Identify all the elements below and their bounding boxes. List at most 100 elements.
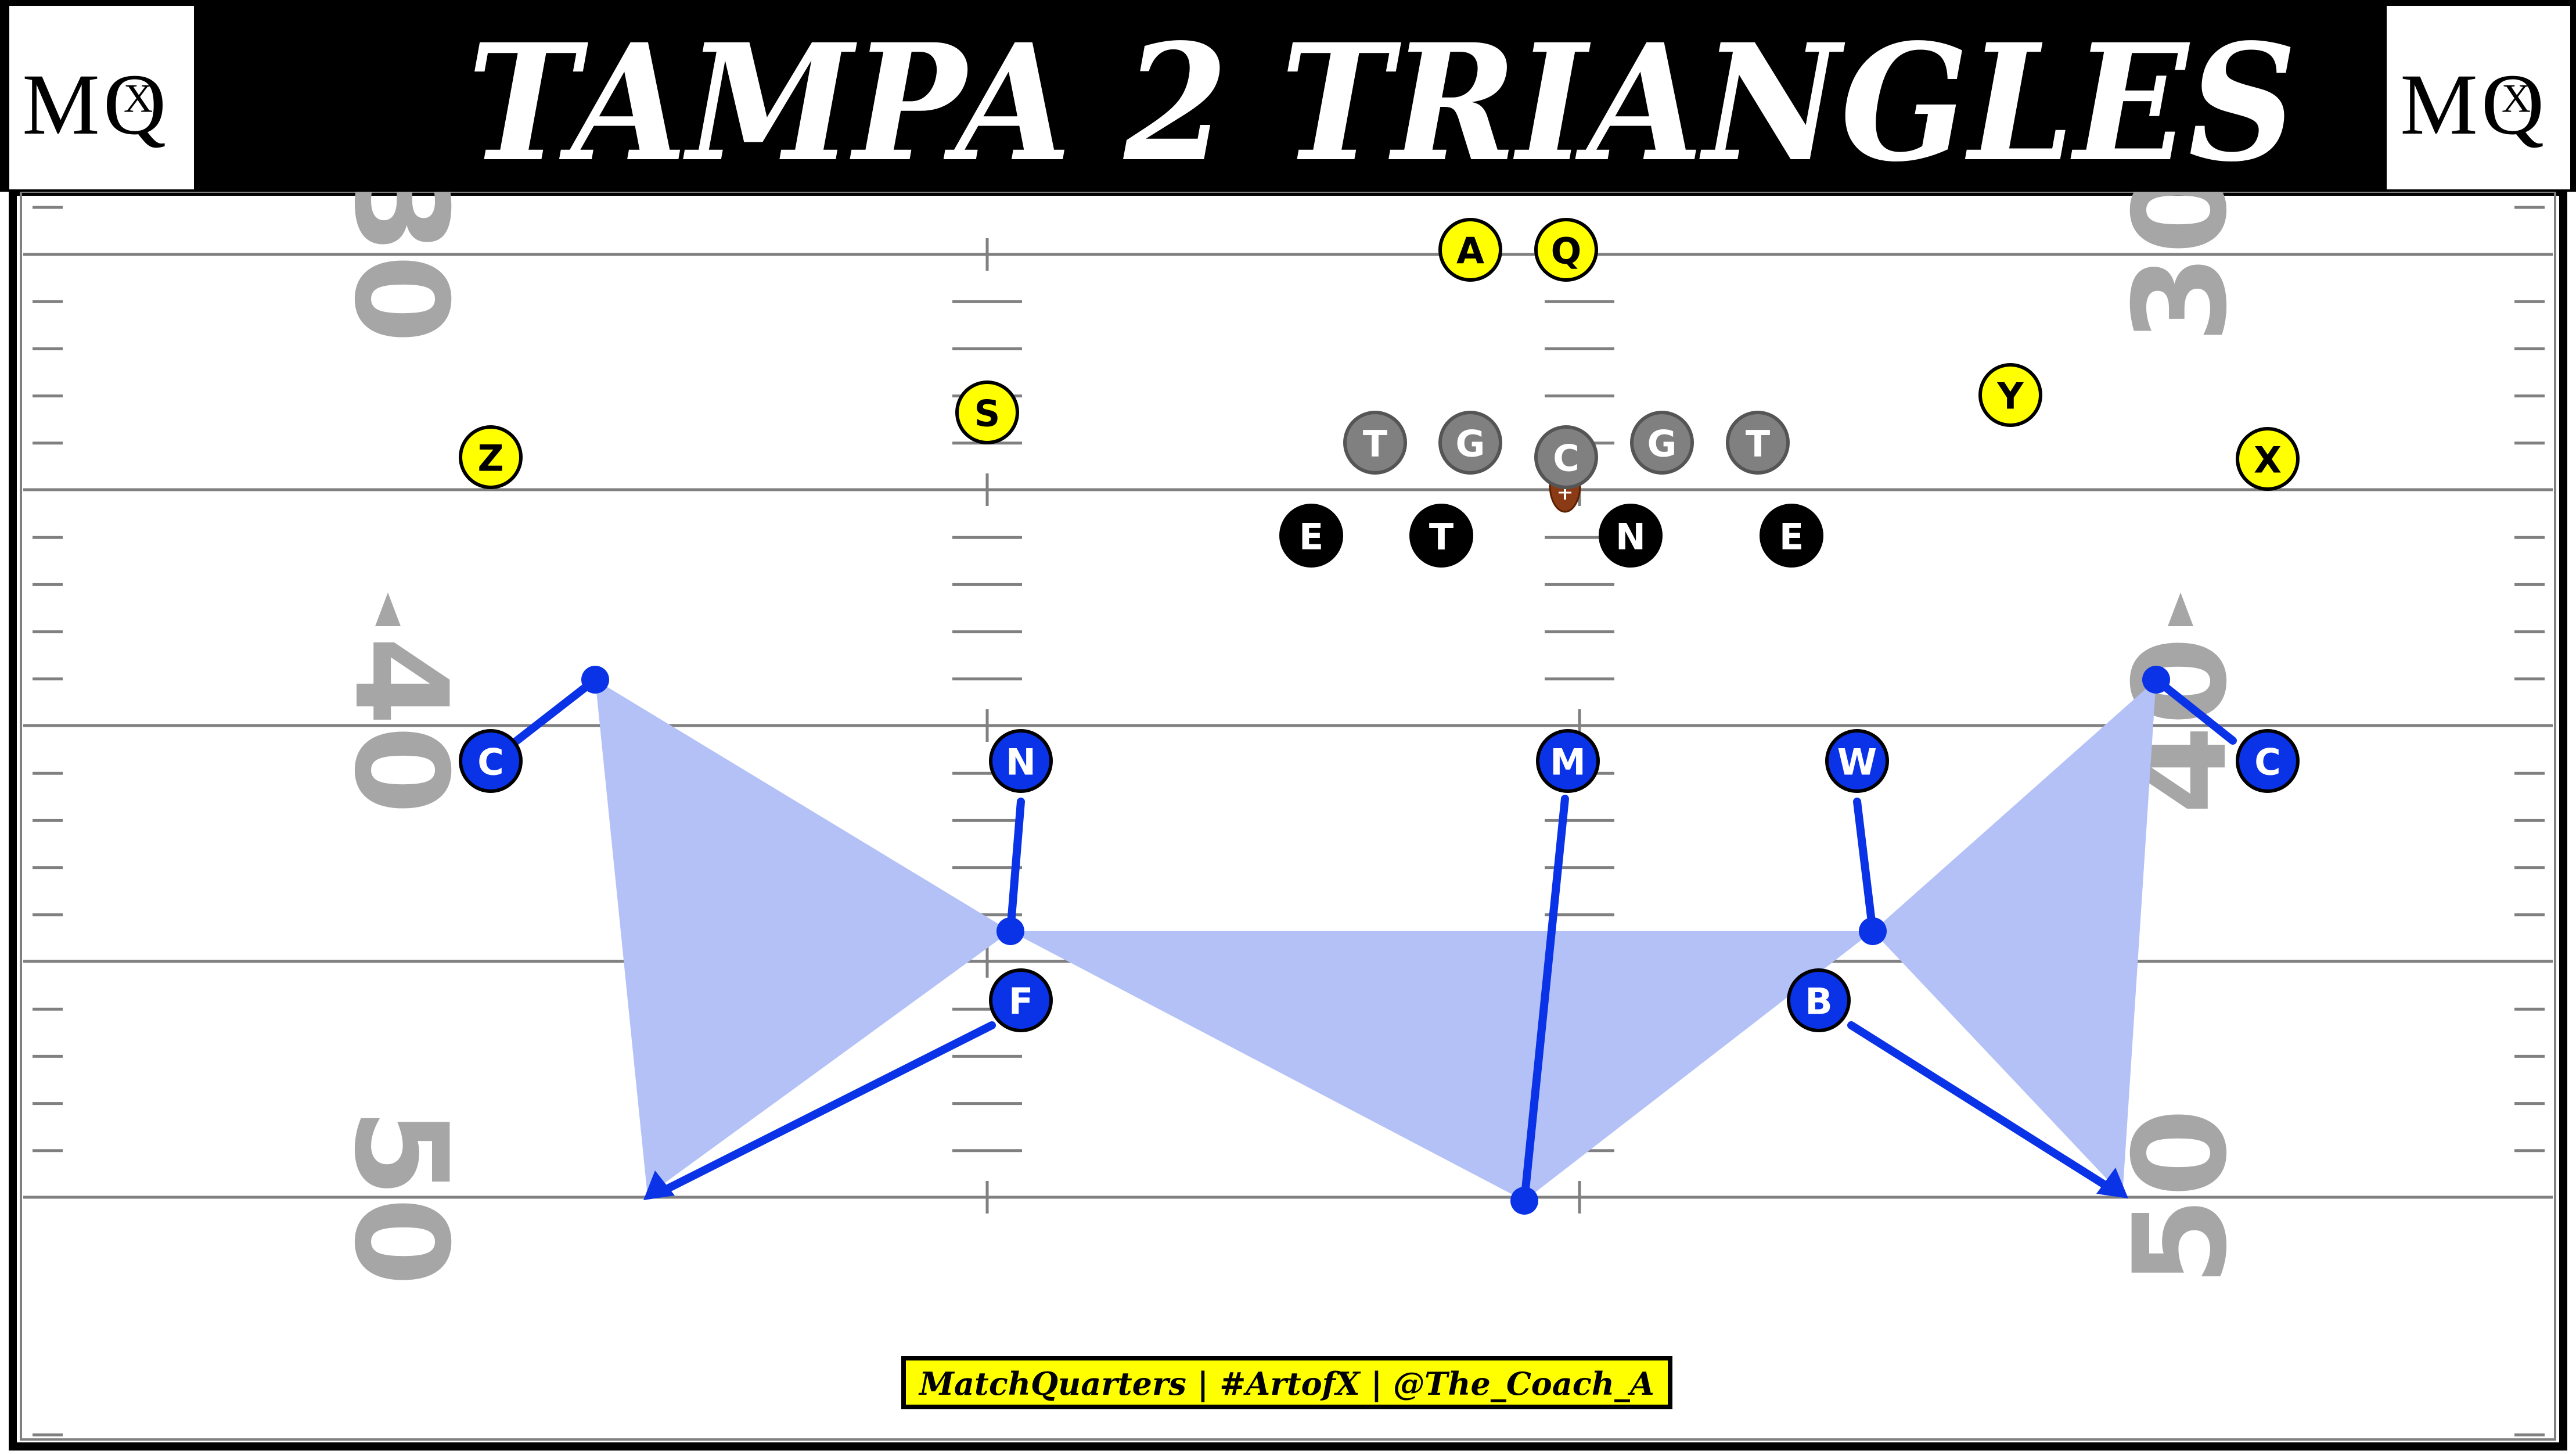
front-player-marker bbox=[1409, 504, 1473, 568]
logo-right-q: Q bbox=[2481, 56, 2544, 153]
front-player-marker bbox=[1599, 504, 1663, 568]
zone-triangle-middle bbox=[1010, 931, 1873, 1201]
offense-player-label: S bbox=[974, 393, 1001, 435]
coverage-player-label: C bbox=[477, 741, 504, 784]
landmark-dot-right bbox=[2142, 666, 2170, 694]
yard-number-30-left: 30 bbox=[326, 166, 475, 343]
coverage-player-marker bbox=[989, 729, 1053, 793]
front-player-marker bbox=[1279, 504, 1343, 568]
line-player-label: G bbox=[1456, 423, 1485, 465]
zone-triangles bbox=[595, 680, 2156, 1201]
offense-player-s: S bbox=[955, 380, 1019, 444]
coverage-player-cr: C bbox=[2236, 729, 2300, 793]
arrowhead-free-safety bbox=[643, 1171, 675, 1200]
front-player-t1: T bbox=[1409, 504, 1473, 568]
front-player-label: E bbox=[1299, 516, 1323, 558]
line-player-lg: G bbox=[1438, 411, 1502, 475]
coverage-player-nl: N bbox=[989, 729, 1053, 793]
sideline-hash-marks bbox=[33, 206, 2545, 1437]
front-player-label: T bbox=[1429, 516, 1454, 558]
route-boundary-safety bbox=[1847, 1021, 2109, 1189]
landmark-dot-nickel bbox=[996, 917, 1024, 945]
coverage-player-label: W bbox=[1837, 741, 1877, 784]
landmark-dot-will bbox=[1859, 917, 1887, 945]
line-player-marker bbox=[1726, 411, 1790, 475]
offense-player-label: Y bbox=[1997, 375, 2024, 418]
line-player-marker bbox=[1343, 411, 1407, 475]
drop-mike bbox=[1520, 795, 1569, 1205]
front-player-e2: E bbox=[1760, 504, 1823, 568]
offense-player-marker bbox=[459, 425, 523, 489]
title-bar bbox=[0, 0, 2576, 192]
front-player-e1: E bbox=[1279, 504, 1343, 568]
logo-left: M Q X bbox=[9, 6, 194, 189]
offense-player-label: X bbox=[2254, 439, 2282, 482]
offense-player-marker bbox=[1978, 363, 2042, 427]
coverage-player-label: C bbox=[2254, 741, 2281, 784]
logo-right: M Q X bbox=[2387, 6, 2570, 189]
landmark-dot-left bbox=[581, 666, 609, 694]
offense-player-marker bbox=[1534, 218, 1598, 282]
page-title: TAMPA 2 TRIANGLES bbox=[467, 9, 2297, 198]
coverage-player-fs: F bbox=[989, 968, 1053, 1032]
logo-left-box bbox=[9, 6, 194, 189]
coverage-player-label: F bbox=[1009, 981, 1033, 1023]
line-player-oc: C bbox=[1534, 425, 1598, 489]
logo-right-x: X bbox=[2502, 77, 2531, 121]
offense-player-z: Z bbox=[459, 425, 523, 489]
coverage-player-wl: W bbox=[1825, 729, 1889, 793]
drop-endpoints bbox=[581, 666, 2170, 1215]
offense-player-label: Q bbox=[1551, 230, 1582, 272]
coverage-player-bs: B bbox=[1787, 968, 1851, 1032]
direction-arrow-left bbox=[375, 593, 401, 626]
coverage-player-marker bbox=[989, 968, 1053, 1032]
drop-corner-right bbox=[2152, 676, 2237, 745]
yard-number-30-right: 30 bbox=[2106, 166, 2255, 343]
direction-arrow-right bbox=[2168, 593, 2193, 626]
line-player-lt: T bbox=[1343, 411, 1407, 475]
offense-player-q: Q bbox=[1534, 218, 1598, 282]
line-player-marker bbox=[1534, 425, 1598, 489]
coverage-player-label: N bbox=[1006, 741, 1036, 784]
offense-player-x: X bbox=[2236, 427, 2300, 491]
line-player-rt: T bbox=[1726, 411, 1790, 475]
coverage-player-marker bbox=[1825, 729, 1889, 793]
zone-triangle-left-flat bbox=[595, 680, 1010, 1195]
logo-left-q: Q bbox=[103, 56, 166, 153]
front-player-label: N bbox=[1616, 516, 1646, 558]
front-player-label: E bbox=[1779, 516, 1804, 558]
offense-player-label: A bbox=[1456, 230, 1484, 272]
offense-player-marker bbox=[1438, 218, 1502, 282]
line-player-marker bbox=[1438, 411, 1502, 475]
credit-box: MatchQuarters | #ArtofX | @The_Coach_A bbox=[901, 1356, 1672, 1409]
coverage-player-marker bbox=[459, 729, 523, 793]
yard-number-50-left: 50 bbox=[326, 1108, 475, 1286]
line-player-marker bbox=[1630, 411, 1694, 475]
football-field: 30 30 40 40 50 50 bbox=[9, 166, 2567, 1451]
coverage-player-mk: M bbox=[1536, 729, 1600, 793]
yard-number-50-right: 50 bbox=[2106, 1108, 2255, 1286]
yard-number-40-left: 40 bbox=[326, 637, 475, 814]
yard-numbers: 30 30 40 40 50 50 bbox=[326, 166, 2255, 1286]
logo-left-x: X bbox=[124, 77, 153, 121]
offense-player-y: Y bbox=[1978, 363, 2042, 427]
coverage-player-label: M bbox=[1550, 741, 1586, 784]
coverage-player-cl: C bbox=[459, 729, 523, 793]
line-player-label: C bbox=[1553, 437, 1580, 480]
route-free-safety bbox=[664, 1021, 996, 1193]
credit-background bbox=[901, 1356, 1672, 1409]
coverage-drops bbox=[487, 676, 2237, 1205]
coverage-player-marker bbox=[1787, 968, 1851, 1032]
offense-player-a: A bbox=[1438, 218, 1502, 282]
front-player-marker bbox=[1760, 504, 1823, 568]
zone-triangle-right-flat bbox=[1873, 680, 2156, 1195]
line-player-label: T bbox=[1363, 423, 1387, 465]
drop-will bbox=[1853, 798, 1877, 935]
front-player-n1: N bbox=[1599, 504, 1663, 568]
arrowhead-boundary-safety bbox=[2096, 1168, 2128, 1198]
header: TAMPA 2 TRIANGLES M Q X M Q X bbox=[0, 0, 2576, 198]
line-player-rg: G bbox=[1630, 411, 1694, 475]
drop-nickel bbox=[1006, 798, 1025, 935]
